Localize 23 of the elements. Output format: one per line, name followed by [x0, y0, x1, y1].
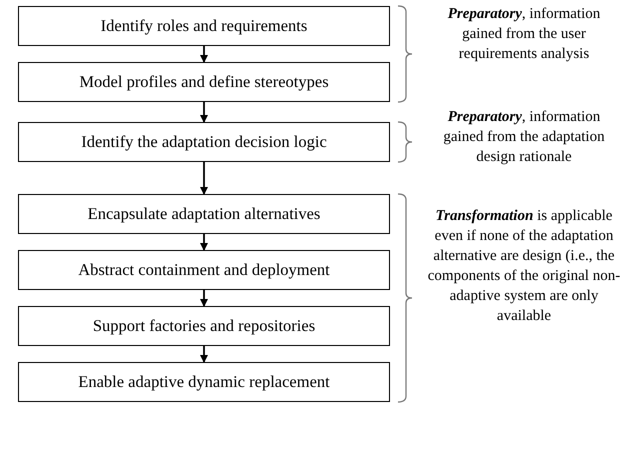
annotation-text: Preparatory, information gained from the adaptation design rationale — [442, 108, 606, 167]
arrow — [200, 346, 208, 363]
step-text: Encapsulate adaptation alternatives — [88, 202, 320, 225]
process-box — [18, 250, 390, 290]
arrow — [200, 46, 208, 63]
process-box — [18, 306, 390, 346]
process-box — [18, 6, 390, 46]
process-box — [18, 62, 390, 102]
step-text: Abstract containment and deployment — [78, 258, 330, 281]
arrow — [200, 162, 208, 195]
process-box — [18, 194, 390, 234]
process-box — [18, 362, 390, 402]
step-text: Support factories and repositories — [92, 314, 316, 337]
annotation-text: Preparatory, information gained from the user requirements analysis — [446, 5, 602, 64]
step-text: Enable adaptive dynamic replacement — [78, 370, 330, 393]
arrow — [200, 234, 208, 251]
step-text: Identify the adaptation decision logic — [81, 130, 327, 153]
step-text: Identify roles and requirements — [100, 14, 308, 37]
process-box — [18, 122, 390, 162]
annotation-text: Transformation is applicable even if none of the adaptation alternative are design (i.e., the components of the original non-adaptive system are only available — [426, 207, 622, 326]
step-text: Model profiles and define stereotypes — [79, 70, 329, 93]
arrow — [200, 290, 208, 307]
arrow — [200, 102, 208, 123]
